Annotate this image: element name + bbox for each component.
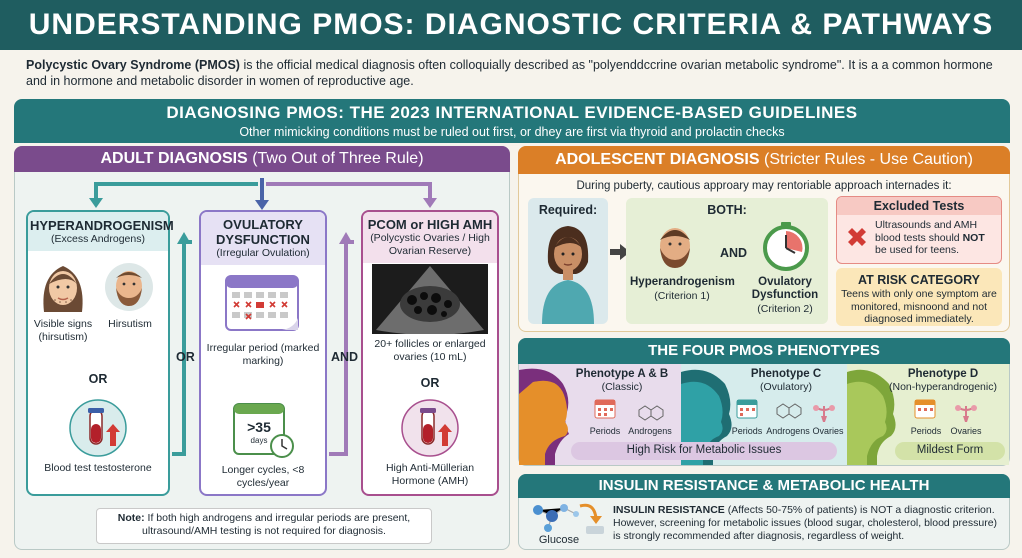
page-title: UNDERSTANDING PMOS: DIAGNOSTIC CRITERIA … <box>0 0 1022 50</box>
amh-test-tube-icon <box>401 399 459 457</box>
teen-girl-icon <box>542 226 594 324</box>
flow-arrows <box>89 178 437 456</box>
bearded-person-icon <box>660 228 690 268</box>
adol-title: ADOLESCENT DIAGNOSIS <box>555 151 760 168</box>
pcom-sub: (Polycystic Ovaries / High Ovarian Reser… <box>370 232 490 257</box>
pheno-ab-androgens-icon <box>638 405 664 421</box>
intro-bold: Polycystic Ovary Syndrome (PMOS) <box>26 58 240 72</box>
pheno-c-title: Phenotype C <box>750 368 822 380</box>
pheno-c-periods-icon <box>736 399 758 419</box>
pheno-ab-periods: Periods <box>589 426 621 436</box>
adult-title: ADULT DIAGNOSIS <box>100 150 248 167</box>
hyper-sign2: Hirsutism <box>108 318 152 330</box>
adult-and-label: AND <box>331 350 359 364</box>
ovul-item2: Longer cycles, <8 cycles/year <box>221 464 305 489</box>
pheno-d-title: Phenotype D <box>907 368 979 380</box>
crit2-sub: (Criterion 2) <box>757 303 813 315</box>
intro-paragraph: Polycystic Ovary Syndrome (PMOS) is the … <box>26 57 1001 89</box>
pheno-c-ovaries: Ovaries <box>812 426 844 436</box>
guidelines-subtitle: Other mimicking conditions must be ruled… <box>239 125 785 139</box>
hyper-sub: (Excess Androgens) <box>51 233 145 245</box>
adolescent-header: ADOLESCENT DIAGNOSIS (Stricter Rules - U… <box>518 146 1010 174</box>
insulin-bold: INSULIN RESISTANCE <box>613 504 725 516</box>
beard-face-icon <box>105 263 153 311</box>
phenotypes-header: THE FOUR PMOS PHENOTYPES <box>518 338 1010 364</box>
cycle-days-calendar-icon <box>233 403 294 458</box>
excluded-text-2: be used for teens. <box>875 244 960 256</box>
excluded-title: Excluded Tests <box>837 197 1001 215</box>
adult-note: Note: If both high androgens and irregul… <box>96 508 432 544</box>
pheno-d-ovaries-icon <box>955 405 977 422</box>
insulin-body: (Affects 50-75% of patients) is NOT a di… <box>613 504 998 542</box>
pcom-title: PCOM or HIGH AMH <box>367 217 493 232</box>
pheno-d-periods: Periods <box>910 426 942 436</box>
ovul-days-number: >35 <box>247 419 271 435</box>
pcom-item1: 20+ follicles or enlarged ovaries (10 mL… <box>374 338 486 363</box>
pheno-ab-androgens: Androgens <box>628 426 672 436</box>
risk-text: Teens with only one symptom are monitore… <box>841 288 997 325</box>
woman-face-icon <box>43 266 83 312</box>
red-x-icon <box>848 228 866 246</box>
risk-title: AT RISK CATEGORY <box>858 273 980 287</box>
guidelines-title: DIAGNOSING PMOS: THE 2023 INTERNATIONAL … <box>166 103 858 122</box>
hyper-sign1: Visible signs (hirsutism) <box>33 318 93 343</box>
ovul-title: OVULATORY DYSFUNCTION <box>216 217 310 247</box>
hyper-title: HYPERANDROGENISM <box>30 218 174 233</box>
ovul-days-unit: days <box>250 436 268 445</box>
hyper-or: OR <box>88 372 108 386</box>
adol-intro: During puberty, cautious approary may re… <box>576 180 952 192</box>
pheno-c-ovaries-icon <box>813 405 835 422</box>
insulin-text: INSULIN RESISTANCE (Affects 50-75% of pa… <box>613 504 1005 543</box>
pheno-ab-title: Phenotype A & B <box>575 368 669 380</box>
hyper-blood-test: Blood test testosterone <box>44 462 152 474</box>
pcom-or: OR <box>420 376 440 390</box>
pheno-c-androgens: Androgens <box>766 426 810 436</box>
pheno-c-androgens-icon <box>776 403 802 419</box>
intro-text: is the official medical diagnosis often … <box>26 58 993 88</box>
adol-title-note: (Stricter Rules - Use Caution) <box>763 151 973 168</box>
adol-and: AND <box>720 246 748 260</box>
at-risk-box: AT RISK CATEGORY Teens with only one sym… <box>836 268 1002 326</box>
note-bold: Note: <box>117 512 145 524</box>
pheno-ab-periods-icon <box>594 399 616 419</box>
phenotype-silhouettes <box>519 364 1009 465</box>
glucose-label: Glucose <box>538 534 580 546</box>
glucose-molecule-icon <box>533 503 604 534</box>
adol-both: BOTH: <box>707 203 747 217</box>
pheno-c-periods: Periods <box>731 426 763 436</box>
excluded-text: Ultrasounds and AMH blood tests should N… <box>875 219 999 257</box>
mildest-label: Mildest Form <box>916 444 984 456</box>
insulin-header: INSULIN RESISTANCE & METABOLIC HEALTH <box>518 474 1010 498</box>
high-risk-label: High Risk for Metabolic Issues <box>626 444 782 456</box>
pheno-c-sub: (Ovulatory) <box>760 381 812 393</box>
clock-icon <box>763 222 809 271</box>
ovul-sub: (Irregular Ovulation) <box>216 247 310 259</box>
pheno-ab-sub: (Classic) <box>601 381 643 393</box>
adult-or-label: OR <box>176 350 195 364</box>
pheno-d-ovaries: Ovaries <box>950 426 982 436</box>
pheno-d-sub: (Non-hyperandrogenic) <box>889 381 997 393</box>
adult-title-note: (Two Out of Three Rule) <box>252 150 424 167</box>
excluded-tests-box: Excluded Tests Ultrasounds and AMH blood… <box>836 196 1002 264</box>
arrow-right-icon <box>610 244 630 260</box>
excluded-not: NOT <box>962 231 985 244</box>
ultrasound-image-icon <box>372 264 488 334</box>
pcom-item2: High Anti-Müllerian Hormone (AMH) <box>385 462 475 487</box>
crit1-sub: (Criterion 1) <box>654 290 710 302</box>
note-text: If both high androgens and irregular per… <box>142 512 411 537</box>
adol-required: Required: <box>538 203 598 217</box>
blood-test-tube-icon <box>69 399 127 457</box>
guidelines-banner: DIAGNOSING PMOS: THE 2023 INTERNATIONAL … <box>14 99 1010 143</box>
ovul-item1: Irregular period (marked marking) <box>206 342 320 367</box>
excluded-text-1: Ultrasounds and AMH blood tests should <box>875 219 978 244</box>
crit1-label: Hyperandrogenism <box>630 276 735 288</box>
adult-header: ADULT DIAGNOSIS (Two Out of Three Rule) <box>14 146 510 172</box>
crit2-label: Ovulatory Dysfunction <box>751 276 819 301</box>
calendar-icon <box>225 275 299 331</box>
pheno-d-periods-icon <box>914 399 936 419</box>
